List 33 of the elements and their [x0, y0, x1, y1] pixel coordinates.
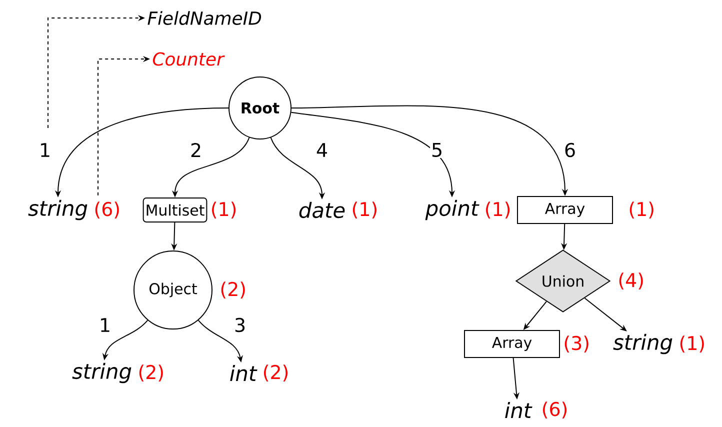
count-label: (1)	[630, 202, 654, 218]
circle-node: Root	[228, 76, 292, 140]
count-label: (1)	[486, 202, 510, 218]
count-label: (6)	[542, 402, 567, 418]
type-label: date	[299, 202, 345, 218]
edge-label: 4	[314, 142, 330, 158]
edge-label: 6	[562, 142, 578, 158]
count-label: (1)	[680, 336, 704, 352]
process-box: Multiset	[142, 198, 208, 222]
count-label: (3)	[564, 336, 588, 352]
process-box: Array	[464, 330, 560, 358]
edge-label: 3	[232, 316, 248, 334]
type-label: point	[425, 200, 480, 220]
edge-label: 1	[38, 142, 52, 158]
edge-label: 1	[98, 317, 112, 333]
edge-label: 2	[188, 142, 204, 158]
type-label: string	[613, 334, 672, 354]
process-box: Array	[517, 196, 613, 224]
circle-node: Object	[134, 250, 212, 330]
count-label: (2)	[139, 364, 163, 382]
count-label: (4)	[619, 272, 643, 290]
edge-label: 5	[430, 142, 444, 158]
count-label: (2)	[264, 364, 288, 382]
count-label: (6)	[95, 202, 119, 218]
field-label: FieldNameID	[148, 11, 262, 25]
count-label: (1)	[352, 202, 376, 218]
field-label: Counter	[152, 52, 225, 66]
type-label: int	[505, 402, 532, 418]
count-label: (1)	[212, 202, 236, 218]
count-label: (2)	[221, 282, 245, 298]
type-label: string	[28, 200, 88, 220]
type-label: int	[230, 365, 258, 381]
type-label: string	[72, 362, 132, 384]
